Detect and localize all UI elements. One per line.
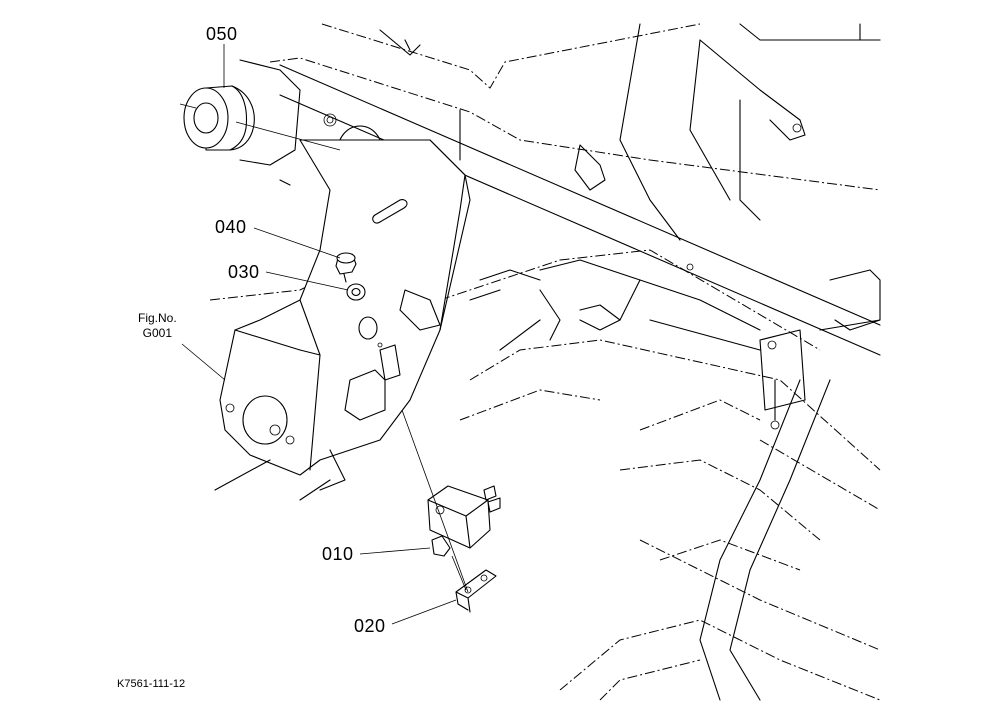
- figure-reference: Fig.No. G001: [138, 311, 177, 341]
- switch-part-010: [427, 485, 501, 557]
- figure-reference-label: Fig.No.: [138, 311, 177, 325]
- bracket-part-020: [455, 569, 497, 613]
- bolt-part-040: [335, 252, 357, 283]
- center-tubes: [469, 259, 761, 351]
- leader-lines: [179, 44, 457, 625]
- main-crossbar: [279, 64, 881, 356]
- figure-reference-number: G001: [142, 326, 173, 340]
- callout-050: 050: [206, 24, 238, 44]
- callout-040: 040: [215, 217, 247, 237]
- right-post: [699, 269, 881, 701]
- callout-010: 010: [322, 544, 354, 564]
- callout-030: 030: [228, 262, 260, 282]
- upper-right-structure: [379, 23, 881, 241]
- drawing-code: K7561-111-12: [117, 678, 186, 690]
- assembly-lines: [401, 409, 469, 593]
- side-bracket: [214, 139, 471, 501]
- callout-020: 020: [354, 616, 386, 636]
- washer-part-030: [346, 283, 366, 301]
- bushing-part-050: [183, 85, 255, 151]
